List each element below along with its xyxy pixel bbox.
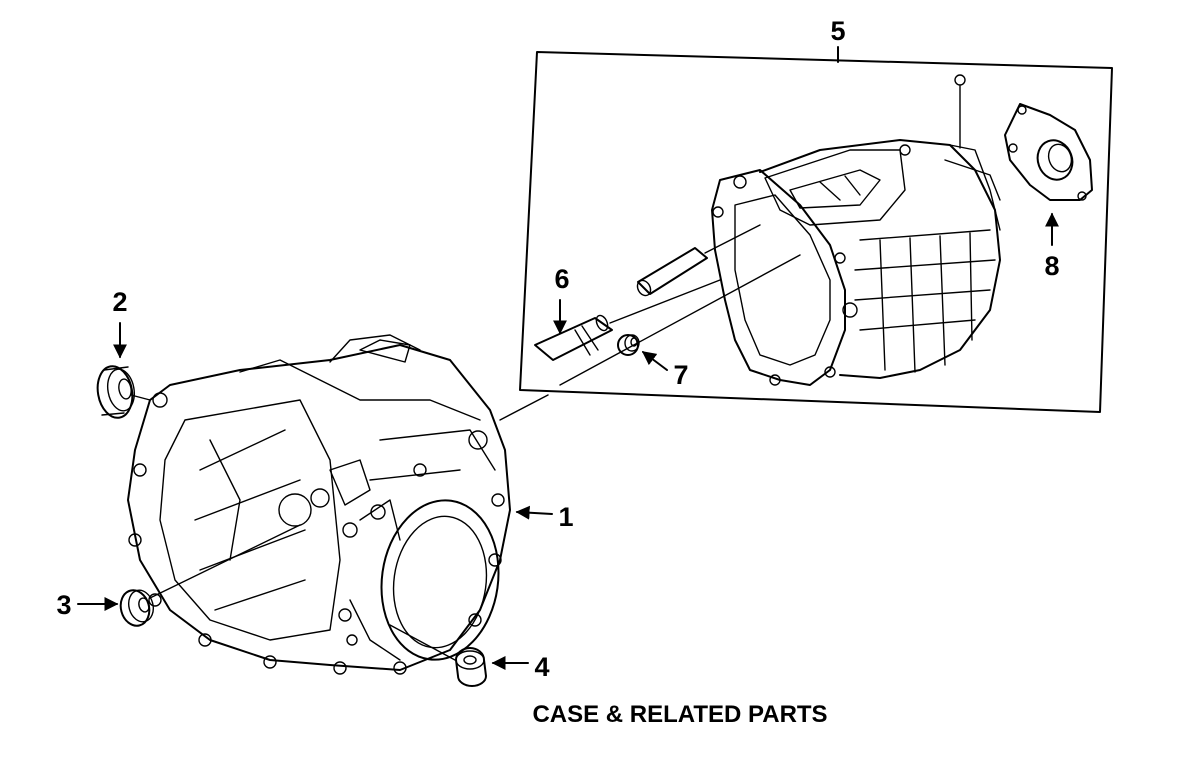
- plug-part-7: [617, 334, 640, 356]
- diagram-caption: CASE & RELATED PARTS: [532, 701, 827, 728]
- transmission-case: [127, 334, 511, 675]
- callout-4: 4: [534, 652, 549, 682]
- callout-5: 5: [830, 16, 845, 46]
- callout-labels: 1 2 3 4 5 6 7 8: [56, 16, 1059, 682]
- bushing-part-4: [389, 624, 487, 687]
- callout-8: 8: [1044, 251, 1059, 281]
- callout-7: 7: [673, 360, 688, 390]
- bearing-part-3: [119, 524, 301, 627]
- assembly-inset-frame: [499, 46, 1113, 421]
- assembly-axis-line: [559, 254, 801, 386]
- rear-cover-part-8: [1004, 103, 1093, 201]
- seal-part-2: [96, 365, 151, 419]
- transmission-assembly: [711, 74, 1001, 386]
- callout-1: 1: [558, 502, 573, 532]
- alignment-dowel: [636, 224, 761, 297]
- callout-6: 6: [554, 264, 569, 294]
- callout-3: 3: [56, 590, 71, 620]
- callout-2: 2: [112, 287, 127, 317]
- shift-shaft-part-6: [534, 279, 721, 361]
- callout-arrows: [77, 212, 1059, 670]
